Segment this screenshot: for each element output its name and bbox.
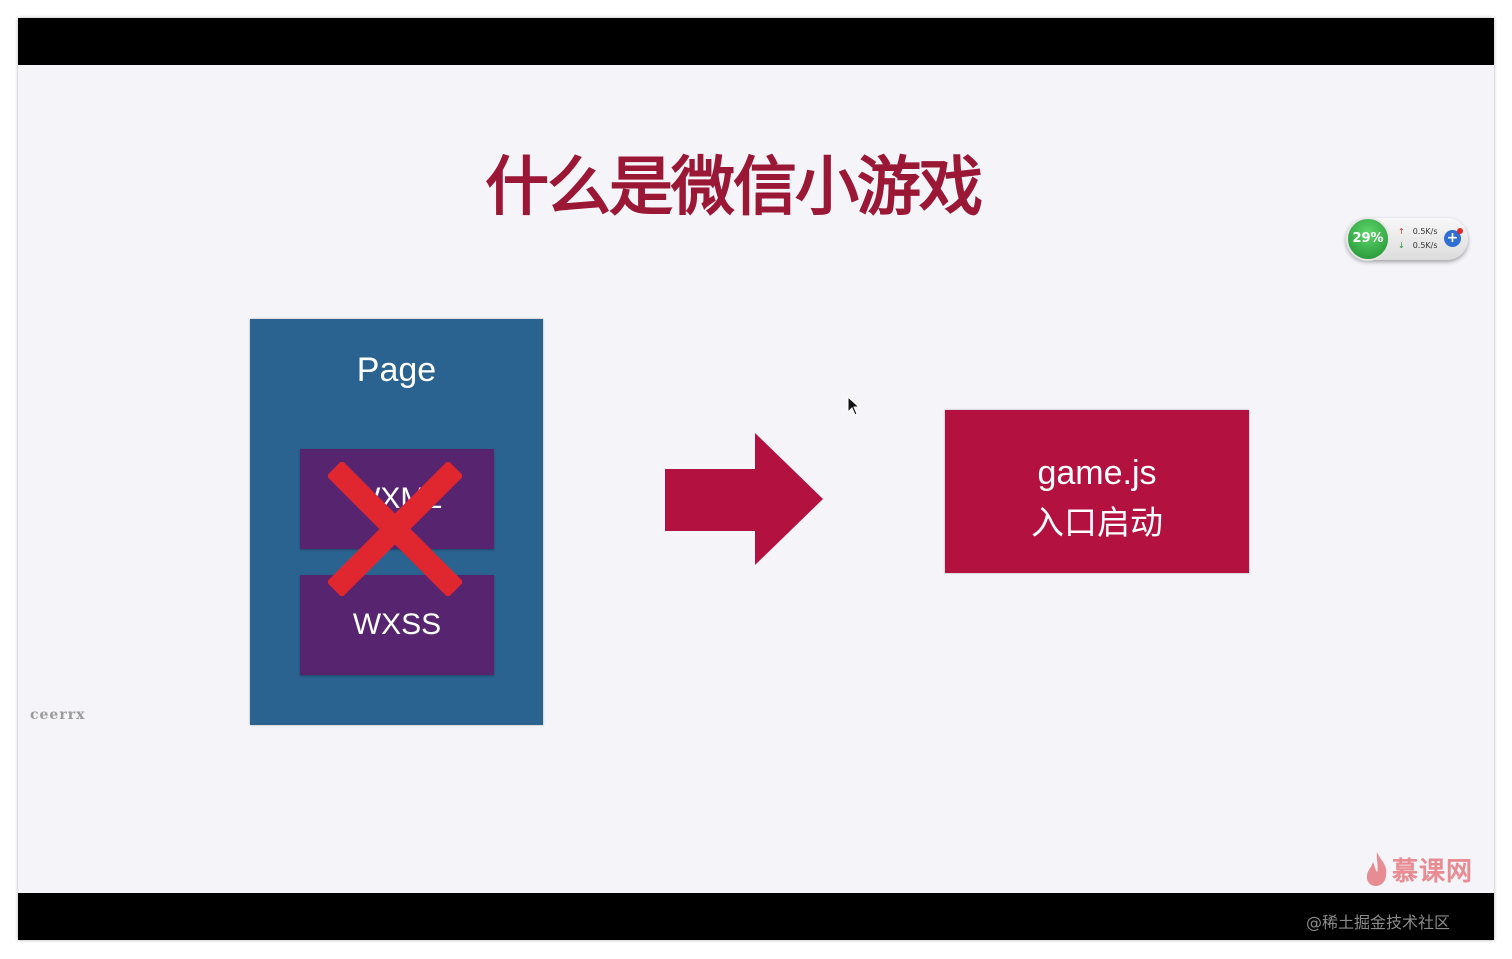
game-js-label: game.js — [1037, 454, 1157, 492]
upload-arrow-icon: ↑ — [1398, 227, 1405, 236]
juejin-watermark: @稀土掘金技术社区 — [1306, 913, 1451, 932]
left-watermark: ceerrx — [30, 707, 86, 723]
red-cross-icon — [328, 462, 462, 596]
slide-title: 什么是微信小游戏 — [485, 151, 983, 225]
letterbox-bottom — [18, 893, 1494, 940]
page-label: Page — [356, 351, 437, 389]
entry-launch-label: 入口启动 — [1031, 503, 1163, 542]
imooc-logo: 慕课网 — [1364, 848, 1473, 890]
mouse-cursor-icon — [847, 396, 861, 416]
cpu-usage-badge: 29% — [1346, 217, 1390, 261]
letterbox-top — [18, 18, 1494, 65]
game-js-box: game.js 入口启动 — [945, 410, 1249, 573]
video-frame: 什么是微信小游戏 29% ↑0.5K/s ↓0.5K/s + Page WXML… — [18, 18, 1494, 940]
add-icon[interactable]: + — [1444, 228, 1463, 247]
flame-icon — [1366, 852, 1387, 886]
upload-speed: ↑0.5K/s — [1398, 227, 1438, 236]
right-arrow-icon — [665, 433, 823, 565]
network-monitor-widget[interactable]: 29% ↑0.5K/s ↓0.5K/s + — [1346, 217, 1468, 261]
imooc-brand-text: 慕课网 — [1392, 856, 1474, 887]
wxss-box: WXSS — [300, 575, 494, 675]
download-speed: ↓0.5K/s — [1398, 241, 1438, 250]
download-arrow-icon: ↓ — [1398, 241, 1405, 250]
